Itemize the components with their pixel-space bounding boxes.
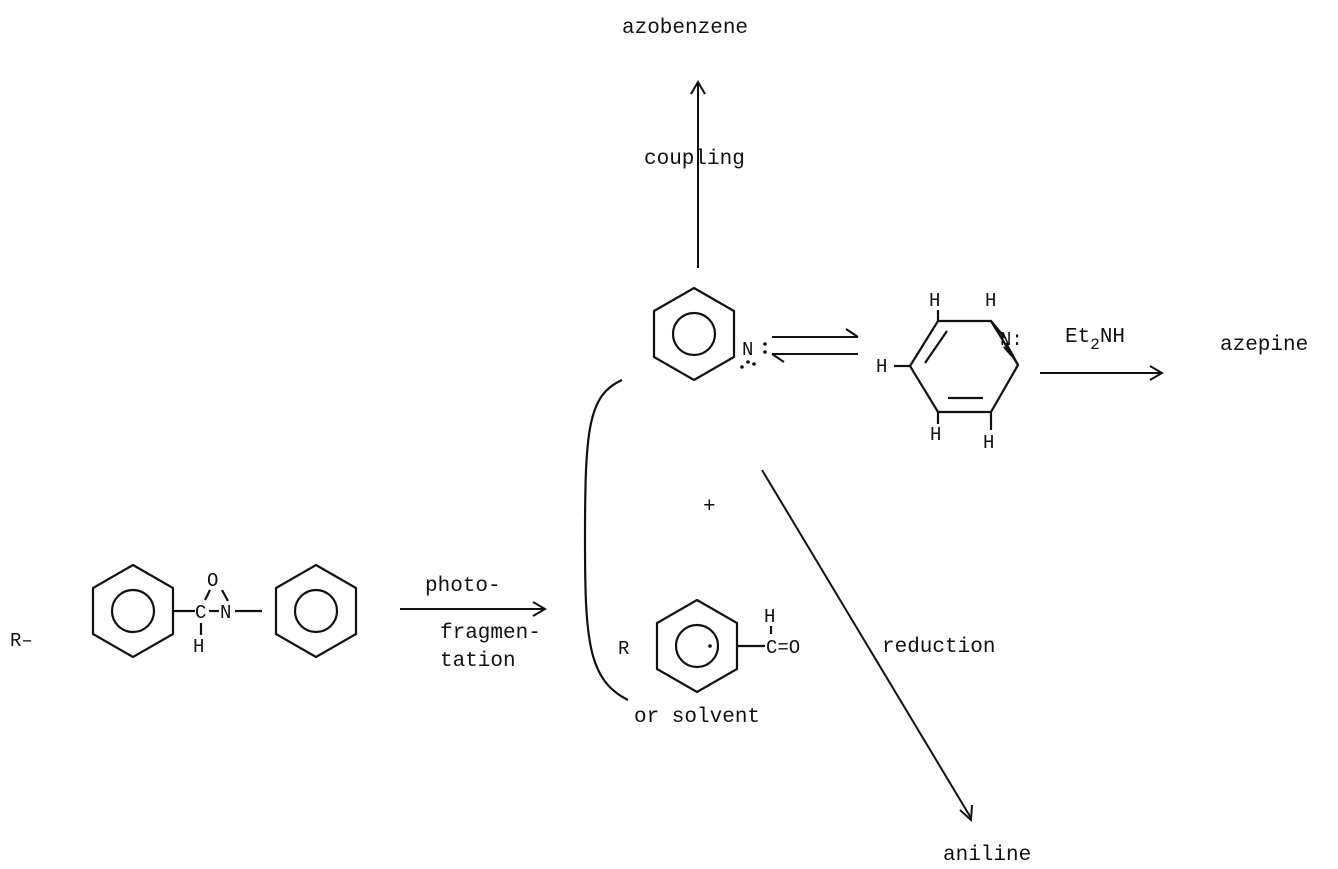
plus-sign: +	[703, 496, 716, 519]
arrow-reduction	[761, 469, 972, 819]
atom-c-o: C=O	[766, 637, 800, 659]
arrowhead-photofragmentation	[532, 601, 547, 617]
azabicyclo-intermediate: H H H N: H H	[876, 290, 1023, 454]
bond-ring-n	[990, 320, 1006, 339]
benzene-ring-left	[91, 563, 175, 659]
ring-dot	[708, 644, 712, 648]
aromatic-circle-nitrene	[671, 311, 717, 357]
label-photo: photo-	[425, 575, 501, 598]
bond-imine	[1003, 346, 1013, 357]
arrowhead-reduction	[959, 804, 973, 823]
atom-h-bottom-left: H	[930, 424, 941, 446]
atom-aza-n: N:	[1000, 329, 1023, 351]
lone-pair-dot	[763, 350, 767, 354]
aromatic-circle-aldehyde	[674, 623, 720, 669]
reduction-step: reduction aniline	[761, 469, 1031, 867]
atom-h-top-left: H	[929, 290, 940, 312]
bond-c-n-aziridine	[1005, 342, 1019, 366]
product-bracket	[583, 378, 629, 701]
atom-nitrene-n: N	[742, 339, 753, 361]
label-azepine: azepine	[1220, 334, 1308, 357]
atom-h-left: H	[876, 356, 887, 378]
benzene-ring-right	[274, 563, 358, 659]
lone-pair-dot	[740, 365, 744, 369]
lone-pair-dot	[763, 342, 767, 346]
atom-n: N	[220, 602, 231, 624]
label-or-solvent: or solvent	[634, 706, 760, 729]
starting-material-oxaziridine: R– C N O H	[10, 563, 358, 659]
label-fragmen: fragmen-	[440, 622, 541, 645]
benzene-ring-nitrene	[652, 286, 736, 382]
bond-c-o	[204, 589, 211, 601]
arrowhead-amine-addition	[1149, 365, 1164, 381]
aromatic-circle-left	[110, 588, 156, 634]
phenylnitrene: N	[652, 286, 767, 382]
equilibrium-arrows	[771, 328, 859, 363]
atom-h: H	[193, 636, 204, 658]
atom-aldehyde-h: H	[764, 606, 775, 628]
equilibrium-reverse-barb	[771, 353, 785, 363]
label-azobenzene: azobenzene	[622, 17, 748, 40]
benzene-ring-aldehyde	[655, 598, 739, 694]
label-aniline: aniline	[943, 844, 1031, 867]
atom-r: R–	[10, 630, 33, 652]
label-reagent: Et2NH	[1065, 326, 1125, 354]
photofragmentation-step: photo- fragmen- tation	[400, 575, 547, 673]
bond-o-n	[221, 589, 229, 602]
atom-o: O	[207, 570, 218, 592]
label-reduction: reduction	[882, 636, 995, 659]
benzaldehyde-product: R C=O H	[618, 598, 800, 694]
double-bond-upper	[924, 330, 948, 364]
lone-pair-dot	[746, 360, 750, 364]
atom-c: C	[195, 602, 206, 624]
atom-r2: R	[618, 638, 629, 660]
atom-h-bottom-right: H	[983, 432, 994, 454]
coupling-step: coupling azobenzene	[622, 17, 748, 268]
aromatic-circle-right	[293, 588, 339, 634]
arrowhead-coupling	[690, 80, 706, 95]
lone-pair-dot	[752, 362, 756, 366]
label-tation: tation	[440, 650, 516, 673]
label-coupling: coupling	[644, 148, 745, 171]
equilibrium-forward-barb	[845, 328, 859, 338]
atom-h-top-right: H	[985, 290, 996, 312]
amine-addition-step: Et2NH azepine	[1040, 326, 1308, 381]
